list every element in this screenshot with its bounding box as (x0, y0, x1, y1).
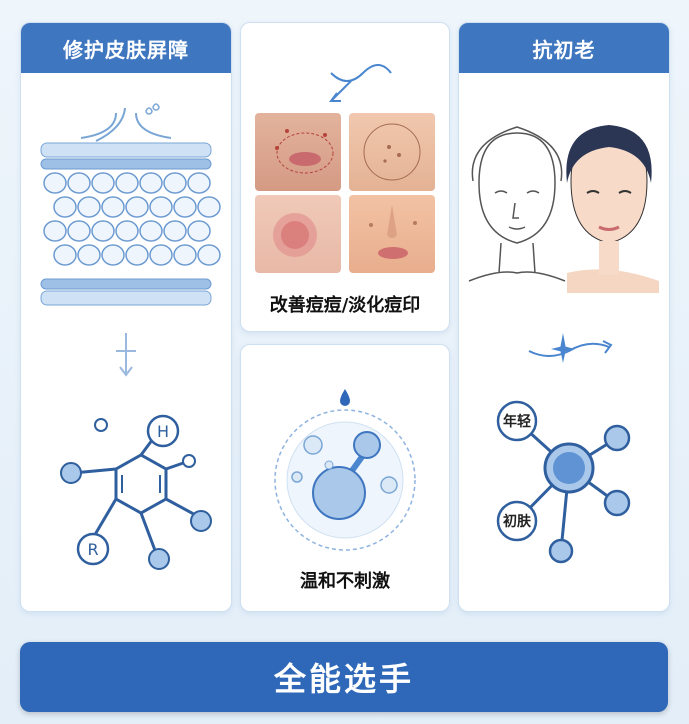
skin-cell (139, 220, 163, 242)
skin-cell (43, 220, 67, 242)
skin-cell (187, 172, 211, 194)
faces-illustration (468, 125, 659, 293)
skin-cell (197, 244, 221, 266)
antiaging-card: 抗初老 (458, 22, 670, 612)
skin-cell (125, 196, 149, 218)
skin-cell (91, 172, 115, 194)
skin-cell (91, 220, 115, 242)
skin-cell (173, 244, 197, 266)
skin-cell (139, 172, 163, 194)
skin-cell (173, 196, 197, 218)
acne-card: 改善痘痘/淡化痘印 (240, 22, 450, 332)
skin-cell (163, 220, 187, 242)
skin-cell (149, 196, 173, 218)
skin-cell (187, 220, 211, 242)
acne-zoom-tile (349, 113, 435, 191)
atom-label-r: R (87, 540, 98, 559)
acne-redness-tile (255, 195, 341, 273)
node-label-firstskin: 初肤 (503, 513, 532, 530)
antiaging-card-title: 抗初老 (459, 23, 669, 73)
skin-barrier-illustration: H R (40, 103, 221, 570)
antiaging-network: 年轻 初肤 (496, 400, 631, 564)
acne-before-tile (255, 113, 341, 191)
skin-cell (149, 244, 173, 266)
sparkle-arrow-icon (528, 333, 613, 363)
barrier-card-title: 修护皮肤屏障 (21, 23, 231, 73)
skin-cell (67, 172, 91, 194)
skin-cell (163, 172, 187, 194)
skin-cell (197, 196, 221, 218)
skin-cell (115, 172, 139, 194)
acne-caption: 改善痘痘/淡化痘印 (269, 295, 421, 316)
atom-label-h: H (157, 422, 169, 441)
skin-cell (101, 244, 125, 266)
skin-cell (77, 196, 101, 218)
skin-cell (67, 220, 91, 242)
water-molecule-illustration (274, 389, 416, 551)
swirl-arrow-icon (329, 64, 392, 102)
skin-cell (101, 196, 125, 218)
skin-cell (125, 244, 149, 266)
gentle-caption: 温和不刺激 (300, 571, 390, 592)
bottom-banner: 全能选手 (20, 642, 668, 712)
skin-cell (53, 244, 77, 266)
barrier-card: 修护皮肤屏障 H R (20, 22, 232, 612)
gentle-card: 温和不刺激 (240, 344, 450, 612)
lineart-face (468, 126, 566, 282)
colored-face (566, 125, 659, 293)
skin-cell (53, 196, 77, 218)
node-label-young: 年轻 (503, 413, 531, 430)
acne-after-tile (349, 195, 435, 273)
skin-cell (43, 172, 67, 194)
skin-cell (115, 220, 139, 242)
skin-cell-grid (43, 172, 221, 266)
skin-cell (77, 244, 101, 266)
